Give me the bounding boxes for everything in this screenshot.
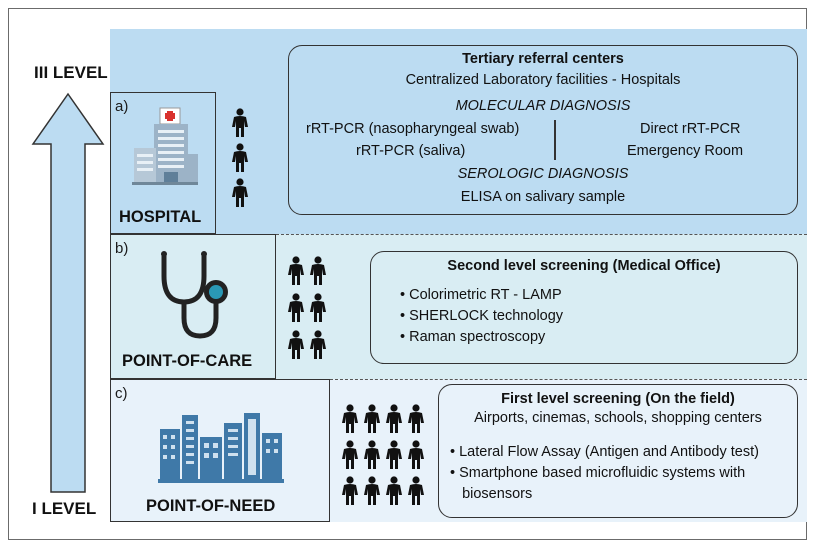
serologic-item: ELISA on salivary sample xyxy=(460,189,626,205)
person-icon xyxy=(232,178,248,207)
person-icon xyxy=(364,476,380,505)
person-icon xyxy=(310,330,326,359)
person-icon xyxy=(232,108,248,137)
tier-a-band xyxy=(110,29,807,234)
tier-a-left-item: rRT-PCR (saliva) xyxy=(356,143,466,159)
tier-c-item: • Smartphone based microfluidic systems … xyxy=(450,465,746,481)
person-icon xyxy=(364,404,380,433)
tier-a-separator xyxy=(276,234,807,235)
tier-a-title: Tertiary referral centers xyxy=(462,51,624,67)
tier-c-subtitle: Airports, cinemas, schools, shopping cen… xyxy=(474,410,762,426)
person-icon xyxy=(232,143,248,172)
person-icon xyxy=(342,476,358,505)
tier-c-box xyxy=(110,379,330,522)
person-icon xyxy=(408,476,424,505)
tier-a-content-box xyxy=(288,45,798,215)
person-icon xyxy=(288,256,304,285)
tier-b-caption: POINT-OF-CARE xyxy=(122,352,253,370)
level-bottom-label: I LEVEL xyxy=(32,499,97,518)
person-icon xyxy=(408,404,424,433)
tier-b-item: • SHERLOCK technology xyxy=(400,308,564,324)
tier-a-left-item: rRT-PCR (nasopharyngeal swab) xyxy=(306,121,520,137)
tier-a-caption: HOSPITAL xyxy=(119,208,202,226)
person-icon xyxy=(310,256,326,285)
person-group-tier-a xyxy=(230,108,254,208)
tier-c-content-box xyxy=(438,384,798,518)
level-top-label: III LEVEL xyxy=(34,63,108,82)
tier-a-right-item: Emergency Room xyxy=(627,143,744,159)
tier-b-letter: b) xyxy=(115,240,129,257)
tier-c-title: First level screening (On the field) xyxy=(501,391,735,407)
tier-b-box xyxy=(110,234,276,379)
up-arrow-icon xyxy=(31,92,105,493)
person-group-tier-c xyxy=(340,404,432,510)
tier-a-letter: a) xyxy=(115,98,129,115)
tier-c-item: biosensors xyxy=(450,486,533,502)
city-buildings-icon xyxy=(158,413,284,483)
molecular-divider xyxy=(554,120,556,160)
tier-b-item: • Raman spectroscopy xyxy=(400,329,546,345)
person-icon xyxy=(310,293,326,322)
tier-c-caption: POINT-OF-NEED xyxy=(146,497,276,515)
tier-a-right-item: Direct rRT-PCR xyxy=(640,121,741,137)
tier-b-separator xyxy=(330,379,807,380)
person-icon xyxy=(288,330,304,359)
person-icon xyxy=(364,440,380,469)
person-icon xyxy=(386,404,402,433)
tier-b-item: • Colorimetric RT - LAMP xyxy=(400,287,562,303)
tier-c-item: • Lateral Flow Assay (Antigen and Antibo… xyxy=(450,444,759,460)
tier-a-box xyxy=(110,92,216,234)
tier-b-title: Second level screening (Medical Office) xyxy=(447,258,721,274)
person-icon xyxy=(408,440,424,469)
stethoscope-icon xyxy=(161,251,228,339)
tier-b-content-box xyxy=(370,251,798,364)
person-icon xyxy=(342,404,358,433)
person-icon xyxy=(288,293,304,322)
person-icon xyxy=(386,440,402,469)
person-icon xyxy=(342,440,358,469)
tier-b-band xyxy=(110,234,807,379)
hospital-building-icon xyxy=(132,107,198,185)
person-icon xyxy=(386,476,402,505)
serologic-heading: SEROLOGIC DIAGNOSIS xyxy=(457,166,629,182)
molecular-heading: MOLECULAR DIAGNOSIS xyxy=(455,98,631,114)
person-group-tier-b xyxy=(286,256,334,364)
tier-c-letter: c) xyxy=(115,385,128,402)
tier-a-subtitle: Centralized Laboratory facilities - Hosp… xyxy=(405,72,681,88)
